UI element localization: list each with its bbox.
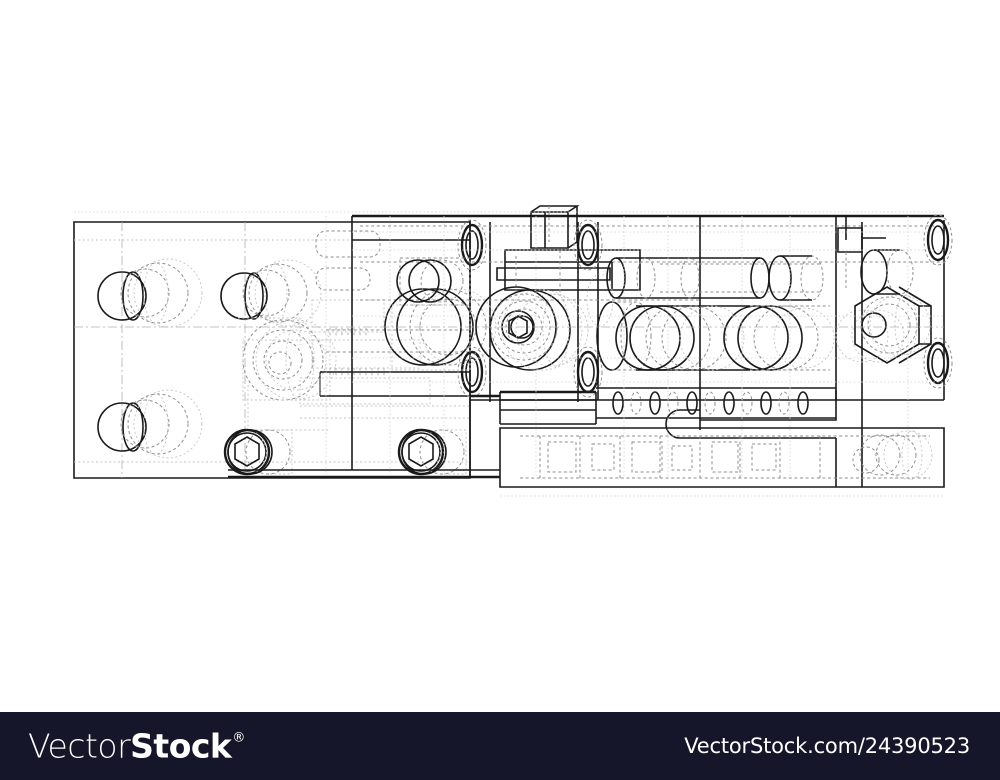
boss-plate (496, 249, 641, 296)
ghost-envelope (74, 211, 944, 497)
bore-hole-upper-mid (220, 259, 322, 327)
cylinder-row-upper (606, 249, 914, 301)
brand-name-primary: Vector (28, 726, 131, 766)
hex-socket-screw-left[interactable] (223, 428, 293, 476)
lower-block-bore-right (852, 430, 933, 480)
perforated-rail (596, 387, 836, 419)
vectorstock-url: VectorStock.com/24390523 (684, 734, 970, 758)
bore-hole-upper-left (97, 258, 203, 328)
mid-bands (470, 390, 597, 425)
construction-grid (74, 216, 944, 478)
drawing-content (73, 205, 953, 497)
construction-cluster-left (238, 317, 337, 431)
technical-drawing: .s { fill:none; stroke:#1a1a1a; stroke-w… (73, 205, 953, 497)
oval-bolt-hole-bottom-left (457, 346, 487, 398)
left-rail-group (300, 329, 470, 419)
oval-bolt-hole-top-right (923, 214, 953, 266)
oval-bolt-hole-bottom-right (923, 337, 953, 389)
cylinder-row-lower (615, 305, 905, 371)
registered-trademark-symbol: ® (232, 730, 246, 746)
central-shaft-boss (475, 286, 589, 371)
large-bore-left-body (384, 257, 497, 371)
left-mounting-plate (73, 221, 471, 479)
hex-socket-screw-right[interactable] (397, 428, 467, 476)
brand-name-secondary: Stock (130, 726, 232, 766)
oval-bolt-hole-top-mid (573, 219, 603, 271)
blueprint-canvas: .s { fill:none; stroke:#1a1a1a; stroke-w… (73, 205, 953, 497)
boss-side-cylinders (586, 273, 652, 371)
oval-bolt-hole-top-left (457, 219, 487, 271)
hex-nut-right (854, 286, 932, 364)
lower-extension-block (499, 400, 945, 488)
bore-hole-lower-left (97, 389, 203, 459)
